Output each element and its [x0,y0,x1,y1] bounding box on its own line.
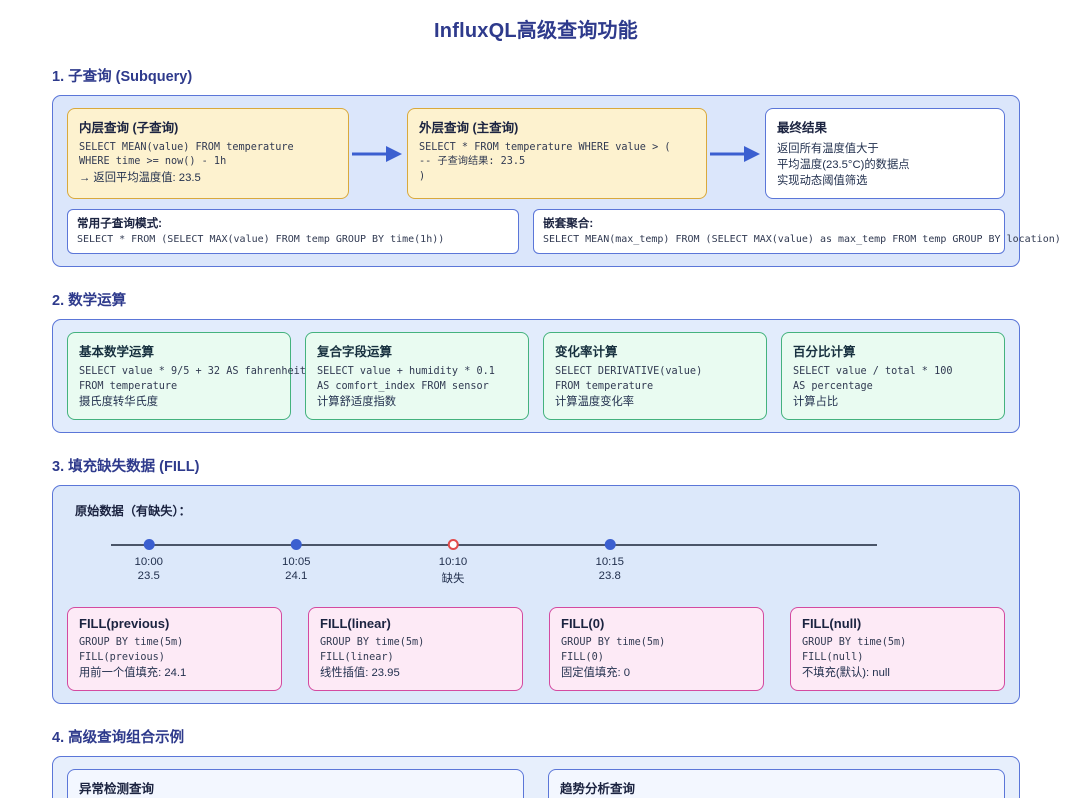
fill-card-linear-note: 线性插值: 23.95 [320,665,511,681]
advanced-panel: 异常检测查询 SELECT * FROM temperature WHERE v… [52,756,1020,798]
fill-card-linear-code: GROUP BY time(5m) FILL(linear) [320,636,511,665]
flow-arrow-1 [349,108,407,199]
arrow-right-icon [352,145,404,163]
section-advanced: 4. 高级查询组合示例 异常检测查询 SELECT * FROM tempera… [0,726,1072,798]
inner-query-card: 内层查询 (子查询) SELECT MEAN(value) FROM tempe… [67,108,349,199]
page-title: InfluxQL高级查询功能 [0,0,1072,43]
nested-agg-title: 嵌套聚合: [543,215,995,231]
fill-card-zero-code: GROUP BY time(5m) FILL(0) [561,636,752,665]
section-subquery: 1. 子查询 (Subquery) 内层查询 (子查询) SELECT MEAN… [0,65,1072,267]
missing-data-point-dot [448,539,459,550]
anomaly-query-title: 异常检测查询 [79,778,512,797]
advanced-cards-row: 异常检测查询 SELECT * FROM temperature WHERE v… [67,769,1005,798]
section-heading-3: 3. 填充缺失数据 (FILL) [52,455,1072,476]
final-result-note: 返回所有温度值大于 平均温度(23.5°C)的数据点 实现动态阈值筛选 [777,141,993,189]
raw-data-label: 原始数据（有缺失）： [75,501,1005,519]
section-math: 2. 数学运算 基本数学运算 SELECT value * 9/5 + 32 A… [0,289,1072,433]
timeline-value: 23.8 [595,570,624,582]
math-card-composite-note: 计算舒适度指数 [317,394,517,410]
common-pattern-title: 常用子查询模式: [77,215,509,231]
math-card-derivative-note: 计算温度变化率 [555,394,755,410]
math-card-percentage: 百分比计算 SELECT value / total * 100 AS perc… [781,332,1005,420]
fill-card-previous-note: 用前一个值填充: 24.1 [79,665,270,681]
inner-query-code: SELECT MEAN(value) FROM temperature WHER… [79,141,337,170]
timeline-point-1: 10:00 23.5 [134,539,163,582]
fill-cards-row: FILL(previous) GROUP BY time(5m) FILL(pr… [67,607,1005,691]
section-heading-1: 1. 子查询 (Subquery) [52,65,1072,86]
math-card-derivative: 变化率计算 SELECT DERIVATIVE(value) FROM temp… [543,332,767,420]
timeline-axis [111,544,877,546]
nested-agg-card: 嵌套聚合: SELECT MEAN(max_temp) FROM (SELECT… [533,209,1005,254]
fill-card-previous-code: GROUP BY time(5m) FILL(previous) [79,636,270,665]
fill-card-zero: FILL(0) GROUP BY time(5m) FILL(0) 固定值填充:… [549,607,764,691]
math-card-basic-code: SELECT value * 9/5 + 32 AS fahrenheit FR… [79,365,279,394]
fill-card-null-note: 不填充(默认): null [802,665,993,681]
flow-arrow-2 [707,108,765,199]
fill-card-null: FILL(null) GROUP BY time(5m) FILL(null) … [790,607,1005,691]
math-card-composite-code: SELECT value + humidity * 0.1 AS comfort… [317,365,517,394]
inner-query-title: 内层查询 (子查询) [79,117,337,136]
nested-agg-code: SELECT MEAN(max_temp) FROM (SELECT MAX(v… [543,233,995,247]
subquery-panel: 内层查询 (子查询) SELECT MEAN(value) FROM tempe… [52,95,1020,267]
fill-card-previous: FILL(previous) GROUP BY time(5m) FILL(pr… [67,607,282,691]
data-point-dot [143,539,154,550]
math-card-percentage-title: 百分比计算 [793,341,993,360]
section-heading-2: 2. 数学运算 [52,289,1072,310]
timeline-value: 23.5 [134,570,163,582]
timeline-time: 10:05 [282,556,311,568]
subquery-patterns-row: 常用子查询模式: SELECT * FROM (SELECT MAX(value… [67,209,1005,254]
fill-panel: 原始数据（有缺失）： 10:00 23.5 10:05 24.1 10:10 缺… [52,485,1020,704]
timeline-point-3-missing: 10:10 缺失 [439,539,468,586]
math-card-derivative-title: 变化率计算 [555,341,755,360]
inner-query-note: → 返回平均温度值: 23.5 [79,170,337,186]
timeline-time: 10:15 [595,556,624,568]
timeline: 10:00 23.5 10:05 24.1 10:10 缺失 10:15 23. [75,535,997,599]
data-point-dot [291,539,302,550]
common-pattern-card: 常用子查询模式: SELECT * FROM (SELECT MAX(value… [67,209,519,254]
timeline-time: 10:00 [134,556,163,568]
outer-query-title: 外层查询 (主查询) [419,117,695,136]
math-card-percentage-code: SELECT value / total * 100 AS percentage [793,365,993,394]
fill-card-linear-title: FILL(linear) [320,616,511,631]
arrow-right-icon [710,145,762,163]
section-heading-4: 4. 高级查询组合示例 [52,726,1072,747]
math-card-basic: 基本数学运算 SELECT value * 9/5 + 32 AS fahren… [67,332,291,420]
common-pattern-code: SELECT * FROM (SELECT MAX(value) FROM te… [77,233,509,247]
anomaly-query-card: 异常检测查询 SELECT * FROM temperature WHERE v… [67,769,524,798]
fill-card-linear: FILL(linear) GROUP BY time(5m) FILL(line… [308,607,523,691]
math-panel: 基本数学运算 SELECT value * 9/5 + 32 AS fahren… [52,319,1020,433]
final-result-card: 最终结果 返回所有温度值大于 平均温度(23.5°C)的数据点 实现动态阈值筛选 [765,108,1005,199]
outer-query-code: SELECT * FROM temperature WHERE value > … [419,141,695,184]
subquery-flow-row: 内层查询 (子查询) SELECT MEAN(value) FROM tempe… [67,108,1005,199]
timeline-time: 10:10 [439,556,468,568]
math-card-percentage-note: 计算占比 [793,394,993,410]
final-result-title: 最终结果 [777,117,993,136]
timeline-point-4: 10:15 23.8 [595,539,624,582]
section-fill: 3. 填充缺失数据 (FILL) 原始数据（有缺失）： 10:00 23.5 1… [0,455,1072,704]
outer-query-card: 外层查询 (主查询) SELECT * FROM temperature WHE… [407,108,707,199]
fill-card-zero-title: FILL(0) [561,616,752,631]
fill-card-zero-note: 固定值填充: 0 [561,665,752,681]
math-card-composite: 复合字段运算 SELECT value + humidity * 0.1 AS … [305,332,529,420]
fill-card-null-title: FILL(null) [802,616,993,631]
math-card-composite-title: 复合字段运算 [317,341,517,360]
trend-query-card: 趋势分析查询 SELECT DERIVATIVE(MEAN(value)) FR… [548,769,1005,798]
timeline-value: 24.1 [282,570,311,582]
math-card-basic-title: 基本数学运算 [79,341,279,360]
math-card-derivative-code: SELECT DERIVATIVE(value) FROM temperatur… [555,365,755,394]
math-card-basic-note: 摄氏度转华氏度 [79,394,279,410]
fill-card-null-code: GROUP BY time(5m) FILL(null) [802,636,993,665]
timeline-point-2: 10:05 24.1 [282,539,311,582]
timeline-value: 缺失 [439,570,468,586]
trend-query-title: 趋势分析查询 [560,778,993,797]
fill-card-previous-title: FILL(previous) [79,616,270,631]
data-point-dot [604,539,615,550]
math-cards-row: 基本数学运算 SELECT value * 9/5 + 32 AS fahren… [67,332,1005,420]
